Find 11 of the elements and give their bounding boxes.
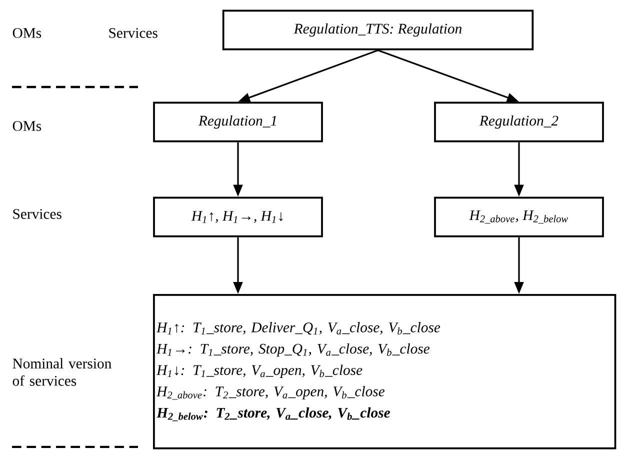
process-box: Regulation_TTS: Regulation xyxy=(222,10,534,50)
row-label: Services xyxy=(13,209,62,219)
row-label: OMs xyxy=(12,28,42,38)
service-list-box: H$_{1}$↑: T$_{1}$_store, Deliver_Q$_{1}$, V$_{a}$_close, V$_{b}$_close H$_{1}$→: T$_{1}$_store, Stop_Q$_{1}$, V$_{a}$_close, V$_{b}$_close H$_{1}$↓: T$_{1}$_store, V$_{a}$_open, V$_{b}$_close H$_{2_above}$: T$_{2}$_store, V$_{a}$_open, V$_{b}$_close H$_{2_below}$: T$_{2}$_store, V$_{a}$_close, V$_{b}$_close xyxy=(153,294,616,450)
row-label: Nominal version of services xyxy=(12,358,112,386)
process-box: Regulation_2 xyxy=(434,102,604,142)
process-box: Regulation_1 xyxy=(153,102,323,142)
row-label: OMs xyxy=(12,121,42,131)
row-label: Services xyxy=(109,28,158,38)
process-box: H$_{2_above}$, H$_{2_below}$ xyxy=(434,196,604,238)
process-box: H$_{1}$↑, H$_{1}$→, H$_{1}$↓ xyxy=(153,196,323,238)
